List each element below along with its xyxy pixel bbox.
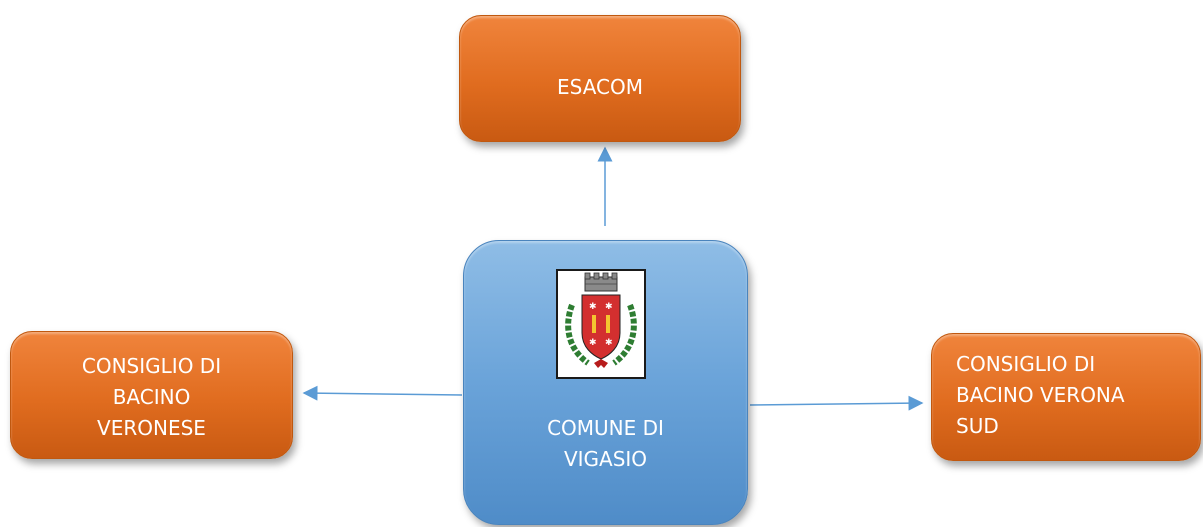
municipal-coat-of-arms-icon: ✱ ✱ ✱ ✱: [556, 269, 646, 379]
svg-text:✱: ✱: [605, 302, 613, 312]
node-consiglio-bacino-verona-sud: CONSIGLIO DI BACINO VERONA SUD: [931, 333, 1201, 461]
svg-text:✱: ✱: [589, 338, 597, 348]
node-esacom-label: ESACOM: [557, 75, 643, 99]
node-esacom: ESACOM: [459, 15, 741, 142]
svg-text:✱: ✱: [589, 302, 597, 312]
node-consiglio-bacino-veronese: CONSIGLIO DI BACINO VERONESE: [10, 331, 293, 459]
node-consiglio-bacino-veronese-label: CONSIGLIO DI BACINO VERONESE: [81, 354, 222, 440]
node-consiglio-bacino-verona-sud-label: CONSIGLIO DI BACINO VERONA SUD: [956, 352, 1125, 438]
node-comune-vigasio: ✱ ✱ ✱ ✱ COMUNE DI VIGASIO: [463, 240, 748, 525]
arrow-to-bacino-verona-sud: [749, 395, 924, 411]
node-comune-vigasio-label: COMUNE DI VIGASIO: [547, 416, 664, 471]
arrow-to-bacino-veronese: [302, 385, 463, 401]
svg-text:✱: ✱: [605, 338, 613, 348]
